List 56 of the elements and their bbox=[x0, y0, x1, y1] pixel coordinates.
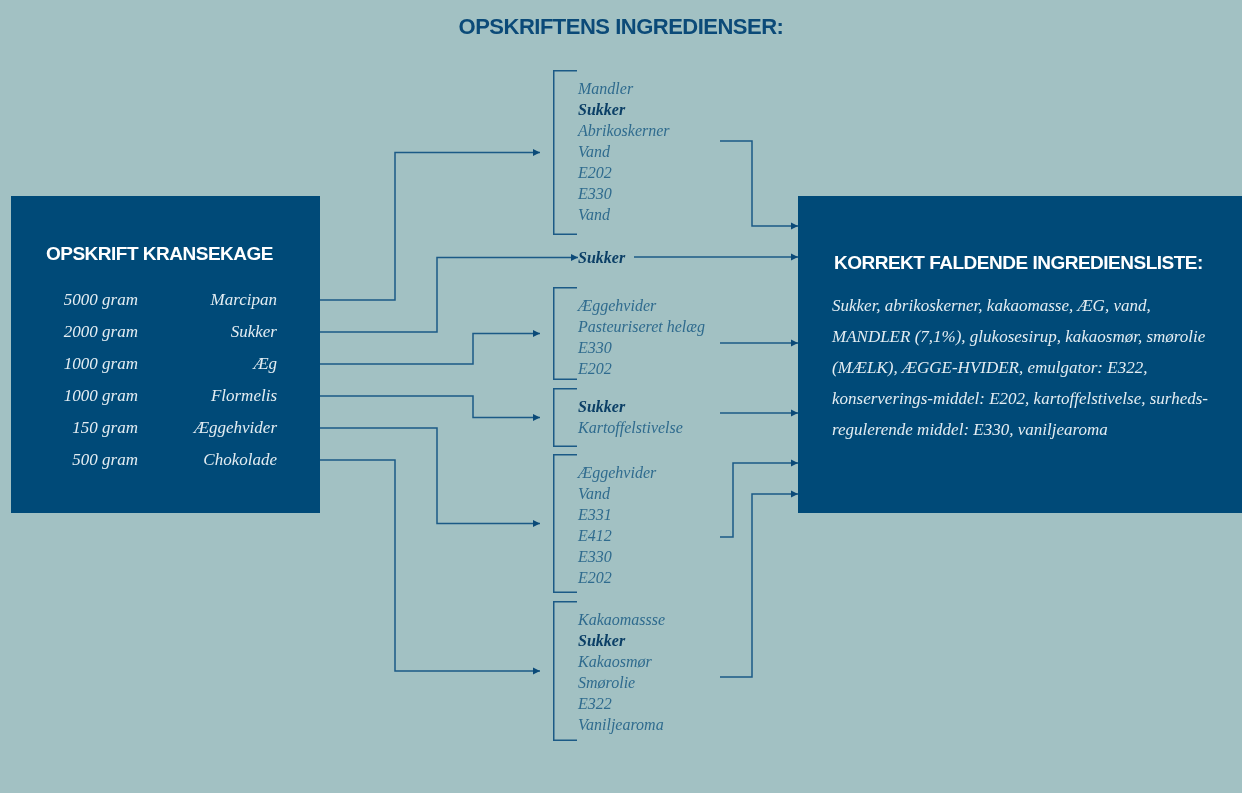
arrow bbox=[719, 140, 799, 230]
arrow bbox=[319, 427, 541, 528]
ingredient-text: Æggehvider bbox=[578, 296, 658, 316]
ingredient-text: Kakaosmør bbox=[578, 652, 653, 672]
arrow bbox=[719, 339, 799, 347]
ingredient-text: Sukker bbox=[578, 397, 627, 417]
ingredient-text: E330 bbox=[578, 547, 613, 567]
arrow bbox=[719, 409, 799, 417]
arrow bbox=[719, 459, 799, 538]
ingredient-text: Vaniljearoma bbox=[578, 715, 665, 735]
ingredient-name: Flormelis bbox=[210, 385, 277, 408]
quantity-text: 5000 gram bbox=[62, 289, 138, 312]
quantity-text: 1000 gram bbox=[62, 385, 138, 408]
ingredient-text: Sukker bbox=[578, 100, 627, 120]
ingredient-name: Marcipan bbox=[210, 289, 277, 312]
ingredient-paragraph: Sukker, abrikoskerner, kakaomasse, ÆG, vand, MANDLER (7,1%), glukosesirup, kakaosmør, smørolie (MÆLK), ÆGGE-HVIDER, emulgator: E322, konserverings-middel: E202, kartoffelstivelse, surheds-regulerende middel: E330, vaniljearoma bbox=[832, 295, 1209, 441]
arrow bbox=[319, 329, 541, 365]
ingredient-name: Æggehvider bbox=[193, 417, 277, 440]
ingredient-text: Vand bbox=[578, 205, 611, 225]
ingredient-text: Vand bbox=[578, 142, 611, 162]
ingredient-text: Sukker bbox=[578, 631, 627, 651]
ingredient-name: Chokolade bbox=[203, 449, 277, 472]
ingredient-text: E330 bbox=[578, 184, 613, 204]
panel bbox=[11, 196, 320, 513]
ingredient-text: Kartoffelstivelse bbox=[578, 418, 683, 438]
ingredient-text: E202 bbox=[578, 163, 613, 183]
ingredient-text: E202 bbox=[578, 359, 613, 379]
ingredient-text: E412 bbox=[578, 526, 613, 546]
ingredient-text: Sukker bbox=[578, 247, 634, 268]
ingredient-text: Abrikoskerner bbox=[578, 121, 670, 141]
ingredient-text: Æggehvider bbox=[578, 463, 657, 483]
quantity-text: 150 gram bbox=[71, 417, 138, 440]
arrow bbox=[319, 148, 541, 301]
ingredient-text: E331 bbox=[578, 505, 613, 525]
arrow bbox=[319, 395, 541, 422]
arrow bbox=[719, 490, 799, 678]
panel-heading: KORREKT FALDENDE INGREDIENSLISTE: bbox=[834, 251, 1203, 275]
ingredient-text: E322 bbox=[578, 694, 613, 714]
ingredient-name: Æg bbox=[253, 353, 277, 376]
ingredient-text: E330 bbox=[578, 338, 613, 358]
ingredient-text: Smørolie bbox=[578, 673, 637, 693]
arrow bbox=[633, 253, 799, 261]
diagram-title: OPSKRIFTENS INGREDIENSER: bbox=[457, 13, 785, 41]
ingredient-text: Kakaomassse bbox=[578, 610, 666, 630]
arrow bbox=[319, 459, 541, 675]
ingredient-text: E202 bbox=[578, 568, 613, 588]
ingredient-name: Sukker bbox=[230, 321, 277, 344]
arrow bbox=[319, 253, 579, 333]
ingredient-text: Pasteuriseret helæg bbox=[578, 317, 705, 337]
quantity-text: 1000 gram bbox=[62, 353, 138, 376]
panel bbox=[798, 196, 1242, 513]
panel-heading: OPSKRIFT KRANSEKAGE bbox=[46, 242, 273, 266]
ingredient-text: Mandler bbox=[578, 79, 635, 99]
ingredient-text: Vand bbox=[578, 484, 611, 504]
quantity-text: 500 gram bbox=[71, 449, 138, 472]
quantity-text: 2000 gram bbox=[62, 321, 138, 344]
